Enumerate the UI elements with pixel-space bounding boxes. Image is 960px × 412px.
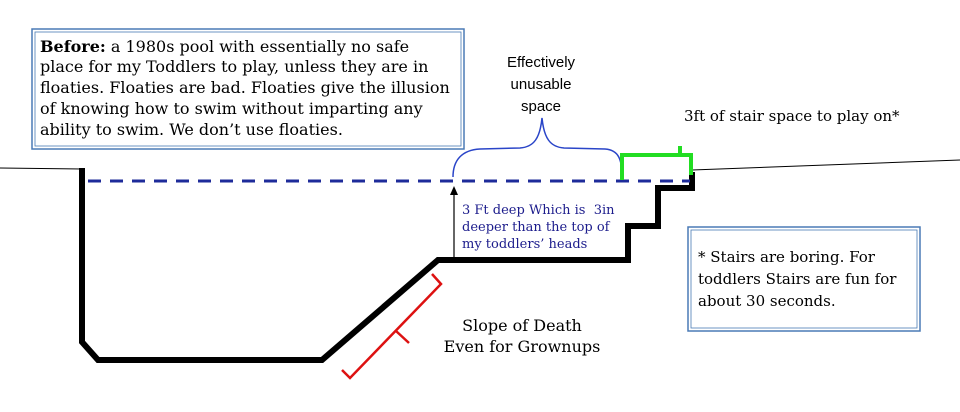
pool-wall [79,168,695,363]
before-line-1-text: a 1980s pool with essentially no safe [106,37,409,56]
before-text-box [31,28,465,150]
depth-arrow-head [450,186,458,195]
unusable-space-brace [452,117,623,178]
stairs-note-box-inner [690,229,918,329]
slope-bracket [341,273,443,380]
stairs-note-box [687,226,921,332]
depth-label-1: 3 Ft deep Which is 3in [462,203,615,218]
before-line-1: Before: a 1980s pool with essentially no… [40,37,409,56]
depth-label-2: deeper than the top of [462,220,611,235]
ground-line-right [691,159,960,171]
before-line-5: ability to swim. We don’t use floaties. [40,120,343,139]
stairs-note-2: toddlers Stairs are fun for [698,270,897,288]
stair-space-label: 3ft of stair space to play on* [684,107,900,125]
slope-label-1: Slope of Death [462,316,582,335]
stairs-note-1: * Stairs are boring. For [698,248,876,266]
before-lead: Before: [40,37,106,56]
before-line-3: floaties. Floaties are bad. Floaties giv… [40,78,450,97]
before-text-box-inner [34,31,462,147]
stair-space-bracket [620,146,693,180]
before-line-2: place for my Toddlers to play, unless th… [40,57,428,76]
unusable-label-3: space [521,98,561,115]
slope-bracket-tick [395,330,410,344]
before-line-4: of knowing how to swim without imparting… [40,99,423,118]
unusable-label-1: Effectively [507,54,576,71]
stairs-note-3: about 30 seconds. [698,292,836,310]
unusable-label-2: unusable [511,76,572,93]
depth-label-3: my toddlers’ heads [462,237,587,252]
slope-label-2: Even for Grownups [444,337,601,356]
ground-line-left [0,167,83,170]
